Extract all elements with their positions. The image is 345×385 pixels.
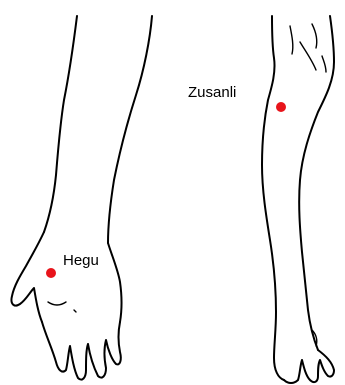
leg-left-edge <box>262 16 284 380</box>
knuckle-mark <box>74 310 76 312</box>
arm-hand-drawing <box>11 16 152 380</box>
thumb-outline <box>11 232 44 322</box>
leg-right-edge <box>299 16 334 350</box>
forearm-outer-edge <box>44 16 77 232</box>
palm-right-edge <box>108 243 122 322</box>
hegu-label: Hegu <box>63 252 99 269</box>
foot-outline <box>284 350 334 383</box>
leg-foot-drawing <box>262 16 334 383</box>
palm-crease <box>48 302 66 305</box>
knee-crease <box>322 56 326 72</box>
acupoint-hegu: Hegu <box>46 252 99 278</box>
kneecap-detail-2 <box>300 42 316 70</box>
hegu-marker <box>46 268 56 278</box>
zusanli-marker <box>276 102 286 112</box>
zusanli-label: Zusanli <box>188 84 236 101</box>
forearm-inner-edge <box>108 16 152 243</box>
fingers-outline <box>42 322 121 380</box>
kneecap-detail <box>290 26 293 54</box>
kneecap-detail-3 <box>312 24 317 48</box>
